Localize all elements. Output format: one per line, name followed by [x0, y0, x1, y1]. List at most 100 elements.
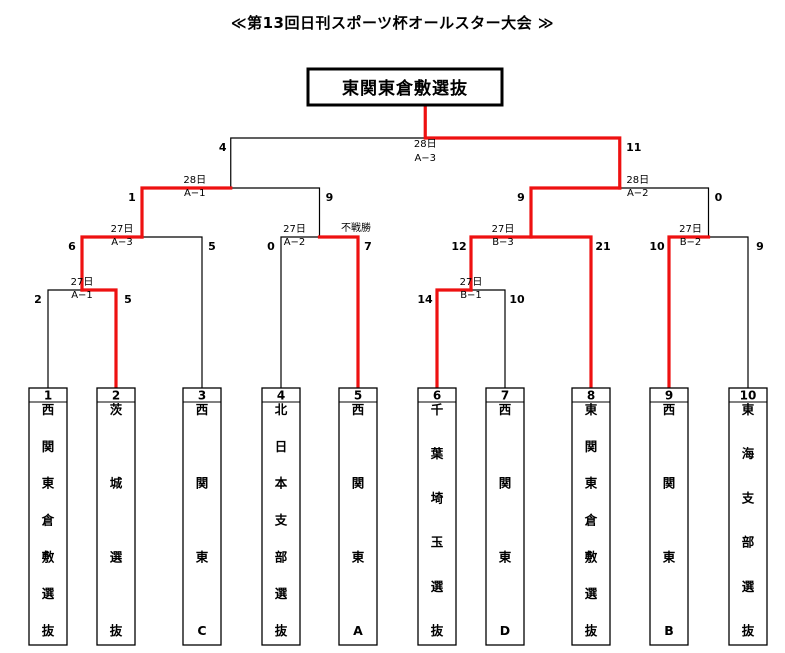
team-seed: 5 [354, 389, 362, 403]
match-date: 28日 [626, 175, 649, 186]
champion-name: 東関東倉敷選抜 [342, 78, 468, 99]
match-code: A−3 [414, 153, 436, 164]
team-name-char: 葉 [430, 446, 444, 461]
team-box [571, 387, 611, 646]
score-left: 6 [68, 240, 76, 253]
team-name-char: 西 [663, 402, 676, 417]
score-right: 5 [124, 293, 132, 306]
match-date: 27日 [111, 224, 134, 235]
team-box [261, 387, 301, 646]
bracket-line [280, 236, 320, 388]
score-right: 11 [626, 141, 641, 154]
team-name-char: 敷 [42, 549, 55, 564]
walkover-note: 不戦勝 [341, 221, 371, 234]
team-box [182, 387, 222, 646]
team-name-char: 東 [663, 549, 676, 564]
team-name-char: 選 [110, 549, 123, 564]
team-name-char: 選 [42, 586, 55, 601]
team-box [417, 387, 457, 646]
team-seed: 2 [112, 389, 120, 403]
winning-path [80, 103, 711, 390]
winner-line [317, 235, 360, 390]
team-name-char: 茨 [110, 402, 123, 417]
team-seed: 4 [277, 389, 285, 403]
team-boxes: 1西関東倉敷選抜2茨城選抜3西関東C4北日本支部選抜5西関東A6千葉埼玉選抜7西… [28, 387, 768, 646]
team-name-char: 選 [275, 586, 288, 601]
tournament-title: ≪第13回日刊スポーツ杯オールスター大会 ≫ [230, 14, 555, 32]
score-left: 2 [34, 293, 42, 306]
team-name-char: 玉 [431, 535, 444, 550]
winner-line [529, 186, 622, 239]
winner-line [80, 288, 118, 390]
winner-line [423, 103, 622, 190]
winner-line [667, 235, 711, 390]
champion-box [306, 67, 504, 107]
winner-line [80, 235, 144, 292]
match-code: A−2 [627, 188, 649, 199]
team-name-char: 敷 [585, 549, 598, 564]
score-right: 9 [326, 191, 334, 204]
team-seed: 9 [665, 389, 673, 403]
team-name-char: 西 [499, 402, 512, 417]
team-seed: 1 [44, 389, 52, 403]
bracket-line [708, 236, 749, 388]
team-seed: 6 [433, 389, 441, 403]
team-name-char: 関 [663, 476, 676, 491]
score-right: 10 [509, 293, 525, 306]
team-name-char: 部 [742, 535, 755, 550]
bracket-line [230, 187, 321, 237]
match-code: A−1 [184, 188, 206, 199]
winner-line [435, 288, 473, 390]
team-box [28, 387, 68, 646]
team-name-char: C [197, 623, 206, 638]
score-right: 5 [208, 240, 216, 253]
score-left: 12 [451, 240, 466, 253]
team-name-char: 東 [499, 549, 512, 564]
score-left: 4 [219, 141, 227, 154]
team-box [485, 387, 525, 646]
match-date: 27日 [71, 277, 94, 288]
team-name-char: 東 [742, 402, 755, 417]
team-seed: 8 [587, 389, 595, 403]
match-date: 28日 [183, 175, 206, 186]
team-box [96, 387, 136, 646]
team-name-char: 西 [352, 402, 365, 417]
team-name-char: 西 [42, 402, 55, 417]
score-left: 10 [649, 240, 665, 253]
score-right: 21 [595, 240, 610, 253]
score-left: 9 [517, 191, 525, 204]
team-name-char: 城 [110, 476, 123, 491]
match-code: B−2 [680, 237, 702, 248]
team-name-char: 千 [431, 402, 444, 417]
bracket-lines [47, 137, 749, 388]
bracket-line [619, 187, 710, 237]
match-date: 28日 [414, 139, 437, 150]
team-name-char: 関 [352, 476, 365, 491]
match-code: B−1 [460, 290, 482, 301]
team-name-char: 関 [42, 439, 55, 454]
match-date: 27日 [679, 224, 702, 235]
team-name-char: 倉 [41, 513, 55, 528]
bracket-line [142, 236, 203, 388]
match-code: B−3 [492, 237, 514, 248]
bracket-line [230, 137, 426, 188]
team-name-char: 日 [275, 439, 288, 454]
team-name-char: 海 [742, 446, 755, 461]
team-name-char: 抜 [110, 623, 123, 638]
match-code: A−3 [111, 237, 133, 248]
team-name-char: 関 [499, 476, 512, 491]
team-name-char: 西 [196, 402, 209, 417]
team-name-char: 抜 [431, 623, 444, 638]
score-right: 9 [756, 240, 764, 253]
bracket-line [471, 289, 506, 388]
team-name-char: B [664, 623, 674, 638]
team-name-char: 東 [196, 549, 209, 564]
team-name-char: 抜 [742, 623, 755, 638]
team-box [728, 387, 768, 646]
team-seed: 7 [501, 389, 509, 403]
match-code: A−2 [284, 237, 306, 248]
match-code: A−1 [71, 290, 93, 301]
team-name-char: 選 [431, 579, 444, 594]
